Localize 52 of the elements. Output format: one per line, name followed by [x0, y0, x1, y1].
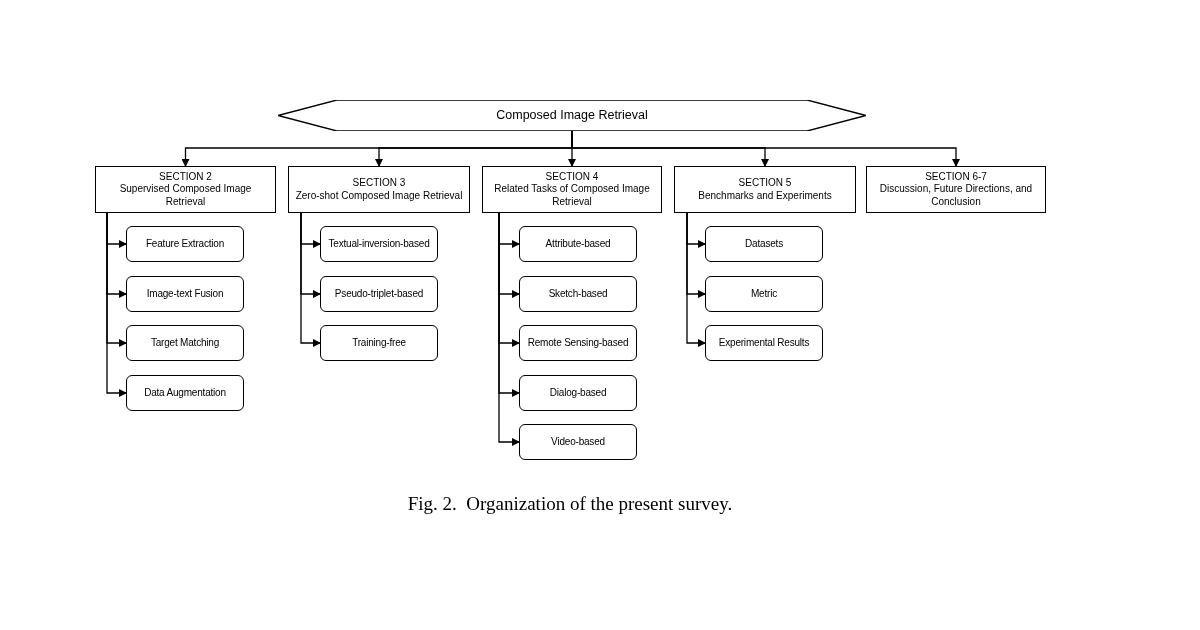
section-title: Zero-shot Composed Image Retrieval	[295, 189, 463, 202]
section-number: SECTION 2	[159, 170, 212, 184]
topic-label: Target Matching	[150, 337, 220, 349]
topic-box	[320, 276, 438, 312]
connector-arrow	[686, 212, 706, 347]
topic-box	[126, 375, 244, 411]
topic-label: Data Augmentation	[144, 387, 226, 399]
topic-label: Video-based	[551, 436, 605, 448]
topic-box	[705, 276, 823, 312]
topic-box	[705, 226, 823, 262]
node-title: Composed Image Retrieval	[496, 107, 648, 125]
section-number: SECTION 5	[738, 177, 792, 190]
topic-label: Metric	[751, 288, 777, 300]
topic-box	[126, 325, 244, 361]
topic-box	[519, 325, 637, 361]
section-box	[866, 166, 1046, 213]
topic-label: Dialog-based	[549, 387, 607, 399]
topic-box	[519, 276, 637, 312]
topic-label: Experimental Results	[718, 337, 810, 349]
topic-label: Datasets	[745, 238, 783, 250]
topic-box	[519, 375, 637, 411]
section-number: SECTION 6-7	[925, 170, 987, 184]
topic-box	[320, 226, 438, 262]
section-title: Related Tasks of Composed Image Retrieval	[493, 183, 651, 209]
topic-label: Attribute-based	[545, 238, 611, 250]
section-title: Supervised Composed Image Retrieval	[118, 183, 253, 209]
topic-box	[320, 325, 438, 361]
topic-label: Image-text Fusion	[146, 288, 224, 300]
connector-arrow	[300, 212, 321, 347]
topic-label: Feature Extraction	[145, 238, 225, 250]
topic-box	[126, 276, 244, 312]
topic-box	[519, 424, 637, 460]
connector-arrow	[498, 212, 520, 446]
section-title: Discussion, Future Directions, and Conclusion	[878, 183, 1034, 209]
topic-box	[126, 226, 244, 262]
section-box	[288, 166, 470, 213]
topic-label: Remote Sensing-based	[527, 337, 629, 349]
section-box	[674, 166, 856, 213]
section-title: Benchmarks and Experiments	[698, 189, 832, 202]
section-box	[482, 166, 662, 213]
topic-label: Sketch-based	[548, 288, 608, 300]
connector-arrow	[106, 212, 127, 397]
section-number: SECTION 4	[545, 170, 599, 184]
topic-label: Training-free	[352, 337, 406, 349]
hexagon-node	[278, 100, 866, 131]
figure-caption: Fig. 2. Organization of the present survey.	[406, 492, 734, 516]
topic-box	[519, 226, 637, 262]
topic-label: Pseudo-triplet-based	[334, 288, 424, 300]
section-number: SECTION 3	[352, 177, 406, 190]
section-box	[95, 166, 276, 213]
topic-box	[705, 325, 823, 361]
topic-label: Textual-inversion-based	[328, 238, 430, 250]
